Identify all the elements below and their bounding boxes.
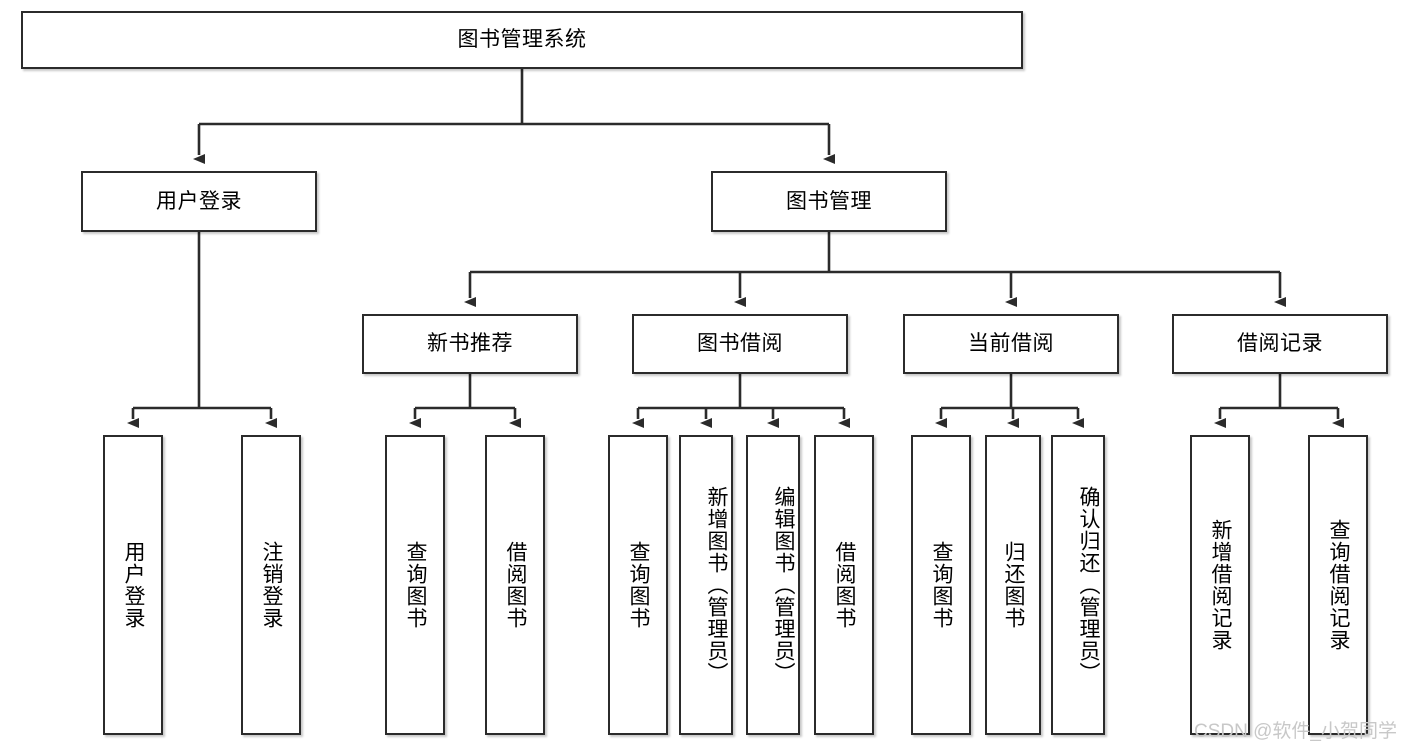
node-leaf-query-book-3[interactable]: 查询图书 <box>911 435 971 735</box>
node-leaf-return-book[interactable]: 归还图书 <box>985 435 1041 735</box>
node-leaf-borrow-book-2[interactable]: 借阅图书 <box>814 435 874 735</box>
node-leaf-query-book-2-label: 查询图书 <box>627 541 650 629</box>
node-leaf-query-book-1[interactable]: 查询图书 <box>385 435 445 735</box>
node-leaf-query-borrow-record[interactable]: 查询借阅记录 <box>1308 435 1368 735</box>
node-leaf-query-borrow-record-label: 查询借阅记录 <box>1327 519 1350 651</box>
node-leaf-add-book[interactable]: 新增图书（管理员） <box>679 435 733 735</box>
node-leaf-borrow-book-2-label: 借阅图书 <box>833 541 856 629</box>
node-leaf-user-login[interactable]: 用户登录 <box>103 435 163 735</box>
node-book-borrow[interactable]: 图书借阅 <box>632 314 848 374</box>
node-leaf-logout-label: 注销登录 <box>260 541 283 629</box>
watermark-text: CSDN @软件_小贺同学 <box>1194 721 1397 742</box>
node-leaf-query-book-1-label: 查询图书 <box>404 541 427 629</box>
node-leaf-edit-book-label: 编辑图书（管理员） <box>772 486 795 684</box>
node-leaf-add-borrow-record-label: 新增借阅记录 <box>1209 519 1232 651</box>
node-new-book-recommend[interactable]: 新书推荐 <box>362 314 578 374</box>
node-leaf-add-borrow-record[interactable]: 新增借阅记录 <box>1190 435 1250 735</box>
node-current-borrow[interactable]: 当前借阅 <box>903 314 1119 374</box>
node-leaf-return-book-label: 归还图书 <box>1002 541 1025 629</box>
node-current-borrow-label: 当前借阅 <box>968 332 1054 356</box>
node-new-book-recommend-label: 新书推荐 <box>427 332 513 356</box>
node-leaf-logout[interactable]: 注销登录 <box>241 435 301 735</box>
node-user-login-label: 用户登录 <box>156 189 242 213</box>
node-book-management-label: 图书管理 <box>786 189 872 213</box>
node-leaf-borrow-book-1-label: 借阅图书 <box>504 541 527 629</box>
node-leaf-user-login-label: 用户登录 <box>122 541 145 629</box>
node-book-management[interactable]: 图书管理 <box>711 171 947 232</box>
node-borrow-record-label: 借阅记录 <box>1237 332 1323 356</box>
node-leaf-edit-book[interactable]: 编辑图书（管理员） <box>746 435 800 735</box>
node-leaf-query-book-3-label: 查询图书 <box>930 541 953 629</box>
node-book-borrow-label: 图书借阅 <box>697 332 783 356</box>
node-root-label: 图书管理系统 <box>457 28 587 52</box>
node-root[interactable]: 图书管理系统 <box>21 11 1023 69</box>
node-leaf-query-book-2[interactable]: 查询图书 <box>608 435 668 735</box>
node-leaf-borrow-book-1[interactable]: 借阅图书 <box>485 435 545 735</box>
node-leaf-add-book-label: 新增图书（管理员） <box>705 486 728 684</box>
node-leaf-confirm-return[interactable]: 确认归还（管理员） <box>1051 435 1105 735</box>
node-borrow-record[interactable]: 借阅记录 <box>1172 314 1388 374</box>
node-leaf-confirm-return-label: 确认归还（管理员） <box>1077 486 1100 684</box>
node-user-login[interactable]: 用户登录 <box>81 171 317 232</box>
